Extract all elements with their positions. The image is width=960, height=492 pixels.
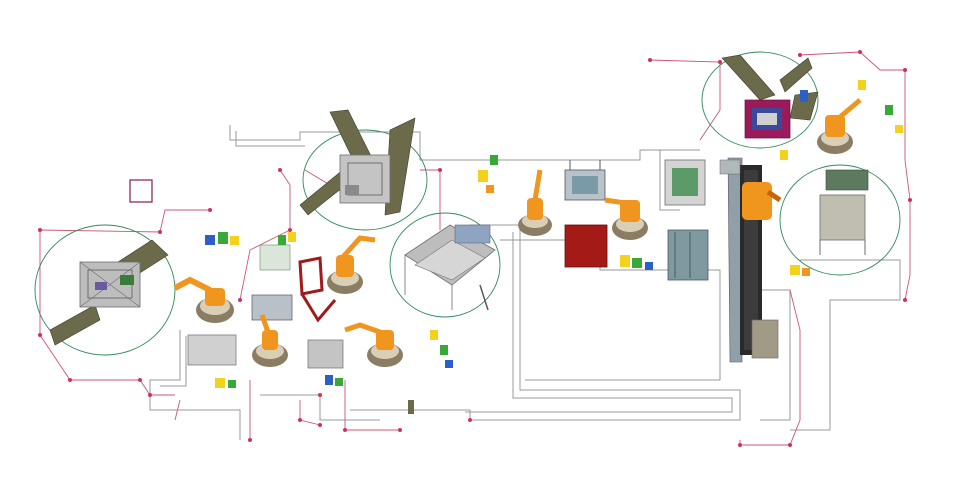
- fixtures: [129, 159, 709, 369]
- safety-fence: [39, 51, 911, 446]
- robot-6: [604, 197, 648, 240]
- turntable-station-upper: [299, 109, 428, 231]
- turntable-station-upper-right: [701, 51, 819, 149]
- robot-8: [817, 98, 862, 154]
- robot-5: [518, 169, 552, 236]
- operator-stations: [205, 80, 903, 414]
- fence-nodes: [38, 50, 912, 447]
- red-parts-cart: [298, 256, 337, 323]
- robot-4: [344, 322, 403, 367]
- turntable-station-center: [389, 212, 501, 318]
- floor-outline: [149, 125, 901, 440]
- robot-3: [327, 235, 376, 294]
- red-welding-table: [564, 224, 608, 268]
- robot-2: [252, 314, 288, 367]
- turntable-station-left: [34, 224, 176, 356]
- rotary-station-right: [779, 164, 901, 276]
- robot-7: [742, 182, 782, 220]
- robot-1: [173, 276, 234, 323]
